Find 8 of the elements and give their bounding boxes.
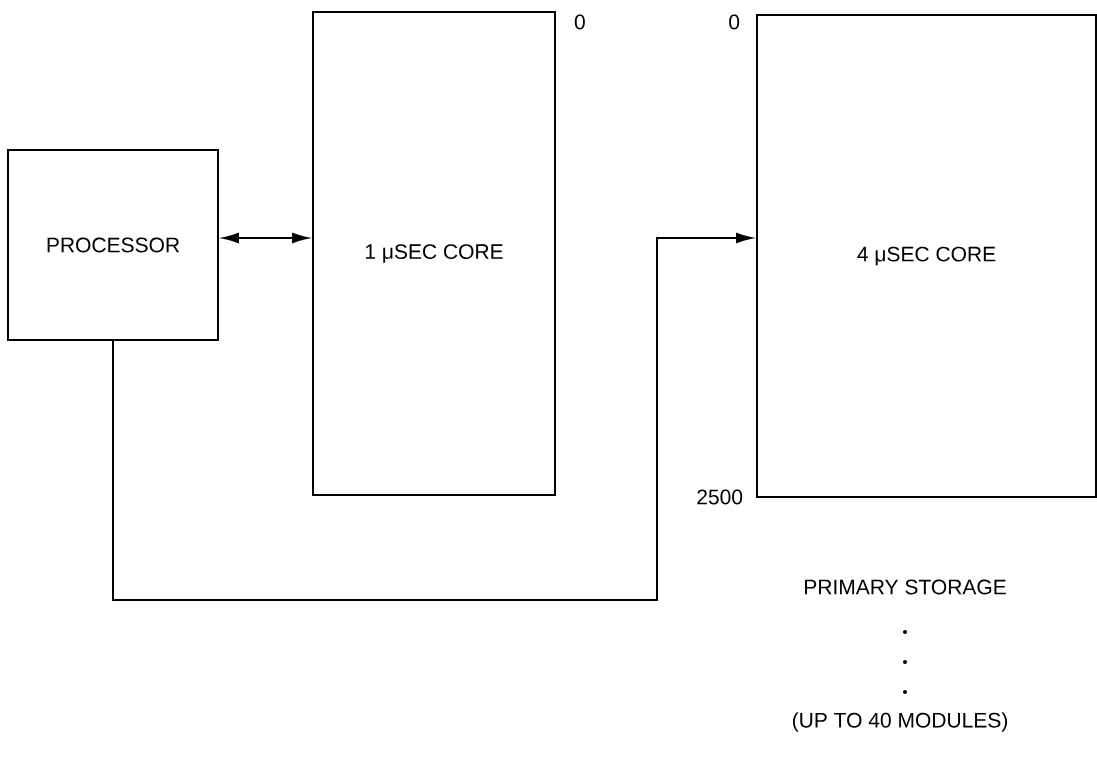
address-label: 2500	[697, 489, 743, 505]
block-box: 1 μSEC CORE	[312, 11, 556, 496]
address-label: 0	[574, 14, 585, 30]
storage-label: (UP TO 40 MODULES)	[793, 712, 1007, 732]
block-box: 4 μSEC CORE	[756, 14, 1097, 498]
block-box: PROCESSOR	[7, 149, 219, 341]
storage-label: PRIMARY STORAGE	[805, 579, 1006, 595]
address-label: 0	[729, 14, 740, 30]
